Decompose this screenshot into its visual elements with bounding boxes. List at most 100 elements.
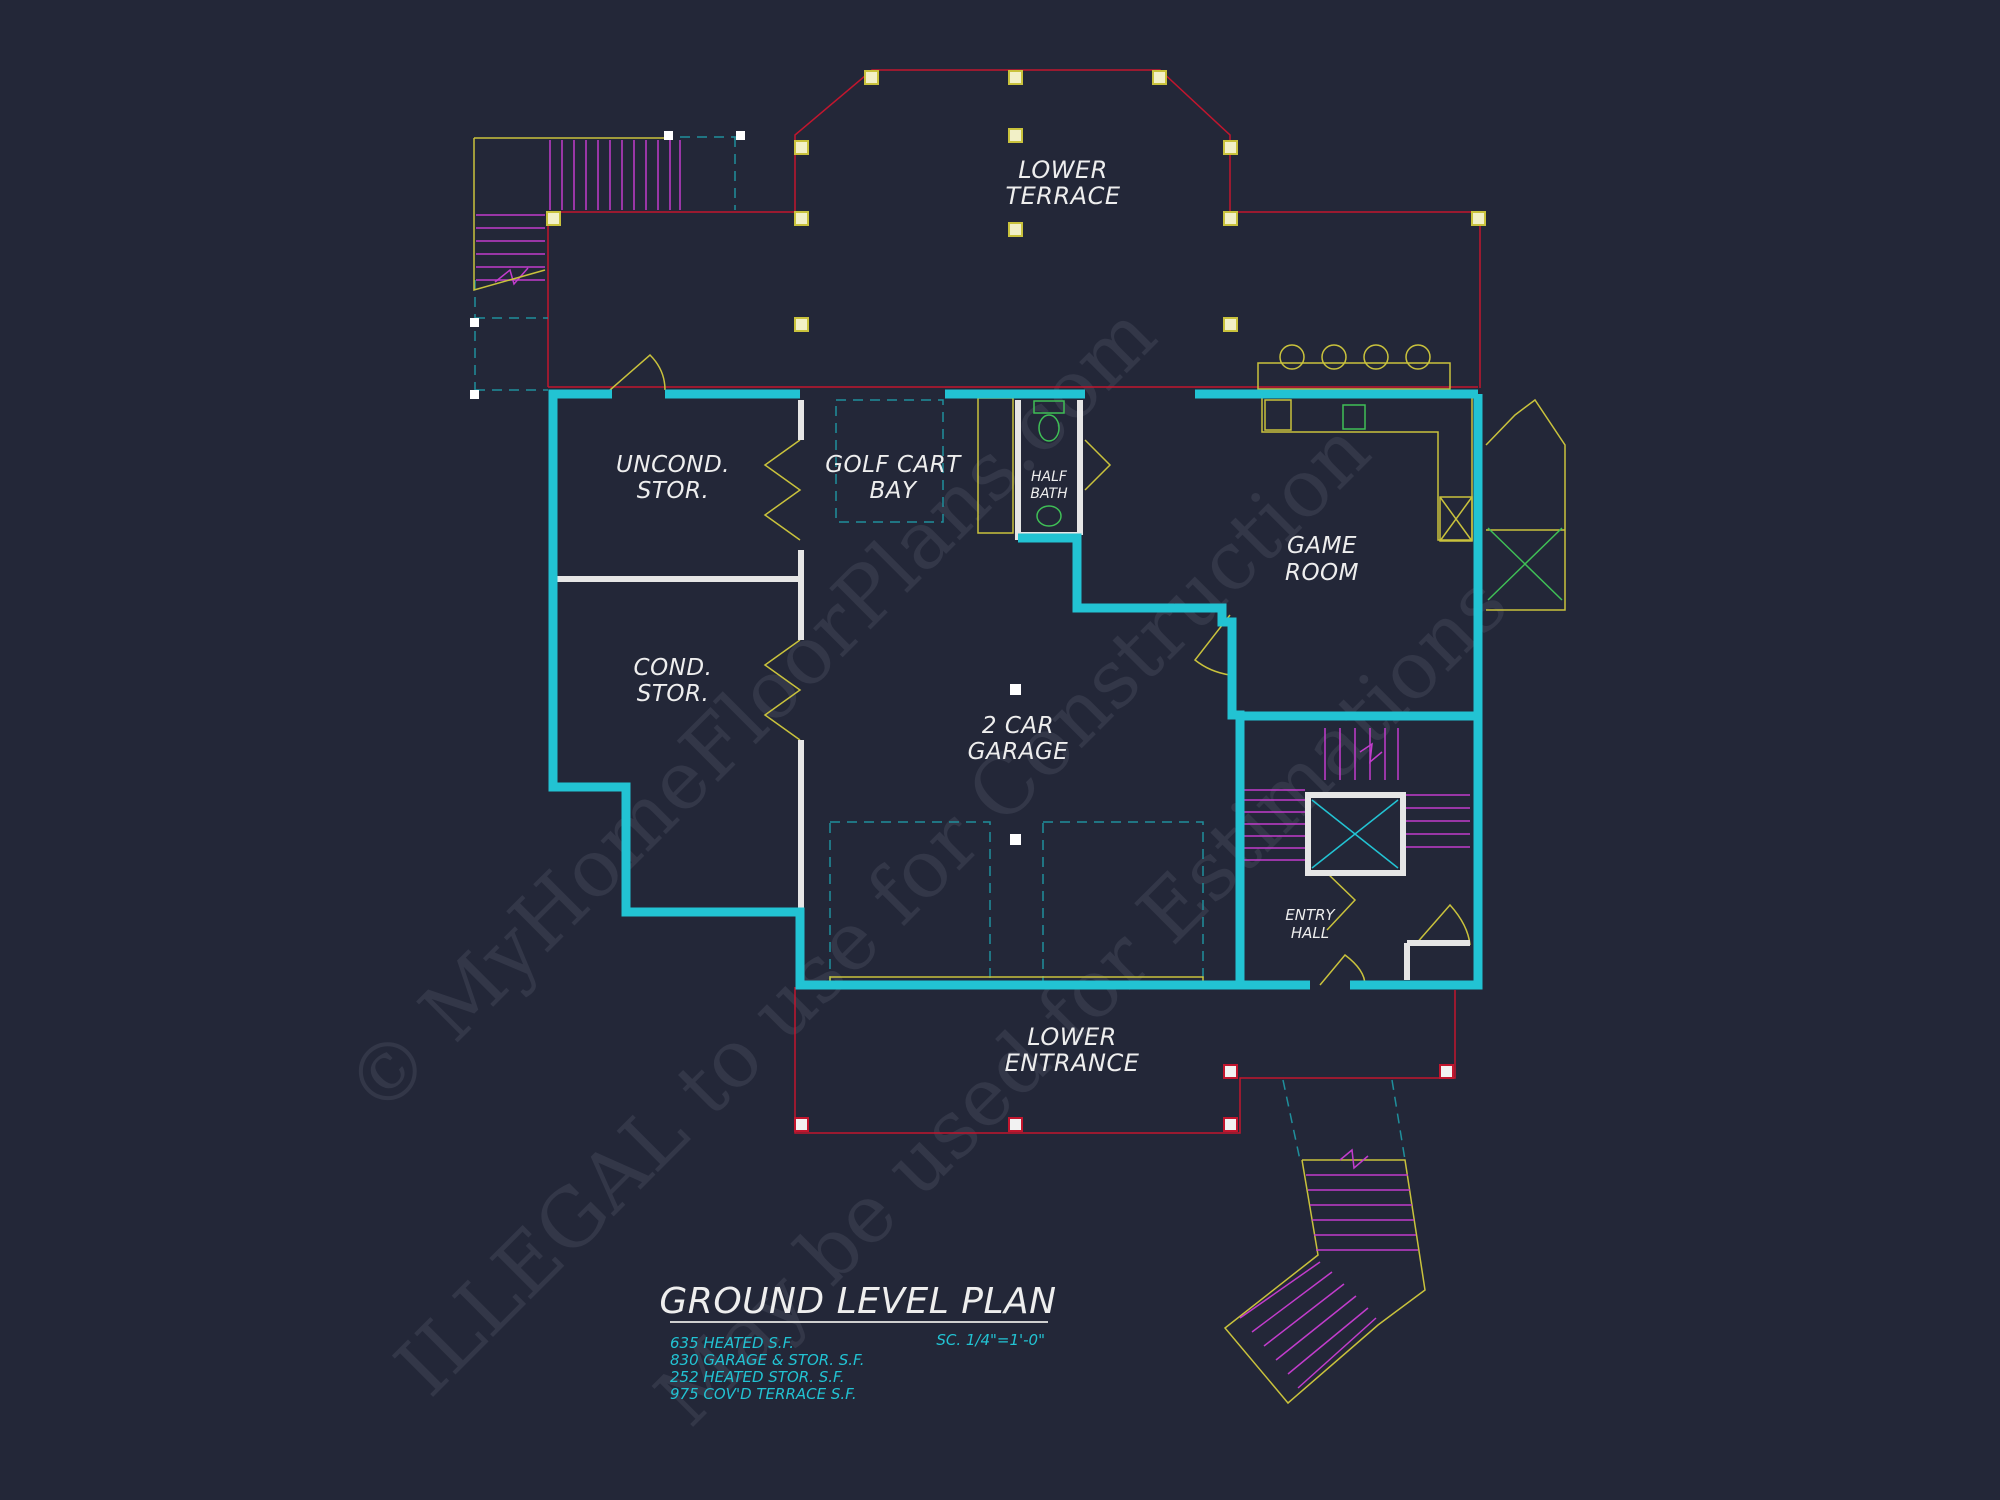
stat-terrace: 975 COV'D TERRACE S.F. (670, 1385, 857, 1403)
half-bath-line-1: HALF (1031, 469, 1068, 485)
plumbing (1033, 400, 1563, 601)
column (1010, 834, 1021, 845)
post (1008, 222, 1023, 237)
stat-garage-stor: 830 GARAGE & STOR. S.F. (670, 1351, 865, 1369)
lower-entrance-line-2: ENTRANCE (1005, 1049, 1140, 1077)
stool (1279, 344, 1305, 370)
post (1008, 70, 1023, 85)
entry-hall-line-2: HALL (1291, 924, 1329, 942)
bifold-door (763, 439, 802, 541)
half-bath-label: HALF BATH (1030, 469, 1068, 502)
post (1471, 211, 1486, 226)
lower-terrace-label: LOWER TERRACE (1005, 156, 1120, 210)
cabinet-hatch (1439, 496, 1473, 542)
guide (1282, 1079, 1301, 1161)
lower-entrance-label: LOWER ENTRANCE (1005, 1023, 1140, 1077)
door-swing (1487, 527, 1563, 601)
uncond-stor-line-2: STOR. (637, 478, 710, 504)
closet-door (1414, 903, 1471, 946)
stairs (476, 140, 1470, 1405)
elevator-shaft (1305, 792, 1406, 876)
post (1223, 140, 1238, 155)
garage-line-2: GARAGE (968, 739, 1069, 765)
post (664, 131, 673, 140)
post (794, 1117, 809, 1132)
title-block: GROUND LEVEL PLAN SC. 1/4"=1'-0" 635 HEA… (659, 1281, 1056, 1403)
column (1010, 684, 1021, 695)
post (1439, 1064, 1454, 1079)
garage-line-1: 2 CAR (982, 713, 1054, 739)
game-room-line-1: GAME (1287, 533, 1357, 559)
elevator-cross (1311, 799, 1399, 869)
cond-stor-line-1: COND. (634, 655, 713, 681)
sink-icon (1036, 505, 1062, 527)
door-swing (1193, 614, 1231, 676)
post (794, 211, 809, 226)
post (864, 70, 879, 85)
toilet-icon (1038, 414, 1060, 442)
lower-entrance-line-1: LOWER (1027, 1023, 1117, 1051)
stair-rail (473, 138, 546, 291)
door-swing (609, 353, 666, 391)
uncond-stor-line-1: UNCOND. (616, 452, 730, 478)
guide (1391, 1079, 1406, 1161)
post (794, 140, 809, 155)
post (1152, 70, 1167, 85)
golf-cart-dash (835, 399, 944, 523)
bath-wall (1018, 533, 1082, 543)
plan-title: GROUND LEVEL PLAN (659, 1281, 1056, 1322)
posts (546, 70, 1486, 332)
entry-hall-line-1: ENTRY (1285, 906, 1336, 924)
side-door (1485, 398, 1566, 611)
room-labels: LOWER TERRACE UNCOND. STOR. GOLF CART BA… (616, 156, 1359, 1077)
golf-cart-bay-line-2: BAY (869, 478, 918, 504)
garage-label: 2 CAR GARAGE (968, 713, 1069, 765)
stool (1363, 344, 1389, 370)
stool (1405, 344, 1431, 370)
stat-heated: 635 HEATED S.F. (670, 1334, 794, 1352)
toilet-tank (1033, 400, 1065, 414)
front-stair (1223, 1148, 1426, 1405)
stat-heated-stor: 252 HEATED STOR. S.F. (670, 1368, 845, 1386)
post (546, 211, 561, 226)
interior-stair (1240, 728, 1470, 861)
stool (1321, 344, 1347, 370)
post (1008, 1117, 1023, 1132)
bar-stools (1279, 344, 1431, 370)
door-swing (1084, 439, 1112, 491)
post (1223, 1064, 1238, 1079)
lower-terrace-line-2: TERRACE (1005, 182, 1120, 210)
half-bath-line-2: BATH (1030, 486, 1068, 502)
dashed-guides (474, 136, 1406, 1161)
post (1223, 211, 1238, 226)
bifold-door (763, 639, 802, 741)
post (1223, 1117, 1238, 1132)
lower-entrance-outline (794, 987, 1456, 1134)
post (794, 317, 809, 332)
game-room-line-2: ROOM (1285, 560, 1359, 586)
post (470, 390, 479, 399)
post (736, 131, 745, 140)
scale-label: SC. 1/4"=1'-0" (936, 1331, 1045, 1349)
uncond-stor-label: UNCOND. STOR. (616, 452, 730, 504)
lower-terrace-line-1: LOWER (1018, 156, 1108, 184)
exterior-walls (548, 389, 1483, 990)
cond-stor-line-2: STOR. (637, 681, 710, 707)
post (1223, 317, 1238, 332)
rear-stair (476, 140, 681, 286)
entrance-posts (794, 1064, 1454, 1132)
small-posts (470, 131, 1021, 845)
cond-stor-label: COND. STOR. (634, 655, 713, 707)
entry-door-2 (1326, 872, 1357, 931)
counter (1257, 362, 1451, 390)
entry-hall-label: ENTRY HALL (1285, 906, 1336, 942)
golf-cart-bay-line-1: GOLF CART (825, 452, 962, 478)
hatch (1439, 496, 1473, 542)
golf-cart-bay-label: GOLF CART BAY (825, 452, 962, 504)
post (470, 318, 479, 327)
post (1008, 128, 1023, 143)
game-room-label: GAME ROOM (1285, 533, 1359, 586)
range-icon (1342, 404, 1366, 430)
east-wall (1350, 394, 1483, 990)
